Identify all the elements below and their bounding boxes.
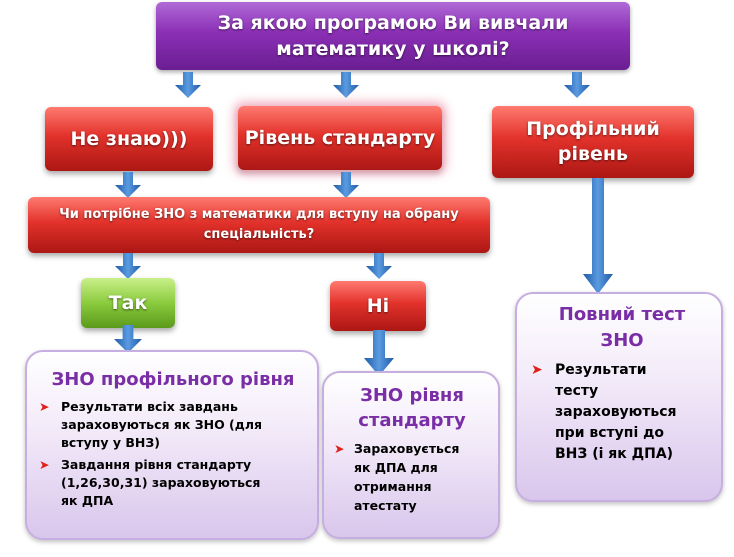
profile-zno-bullet-2: ➤ Завдання рівня стандарту (1,26,30,31) … <box>39 457 261 508</box>
profile-zno-result: ЗНО профільного рівня ➤ Результати всіх … <box>25 350 319 540</box>
down-arrow-icon <box>114 325 142 353</box>
zno-question-line-1: Чи потрібне ЗНО з математики для вступу … <box>59 207 459 222</box>
down-arrow-icon <box>333 172 359 198</box>
question-line-1: За якою програмою Ви вивчали <box>217 12 569 34</box>
diamond-bullet-icon: ➤ <box>334 441 345 456</box>
zno-question-line-2: спеціальність? <box>203 227 315 242</box>
answer-yes: Так <box>81 278 175 328</box>
down-arrow-icon <box>564 72 590 98</box>
diamond-bullet-icon: ➤ <box>39 399 50 414</box>
down-arrow-icon <box>333 72 359 98</box>
question-box: За якою програмою Ви вивчали математику … <box>156 2 630 70</box>
down-arrow-icon <box>366 253 392 279</box>
option-profile-level: Профільний рівень <box>492 106 694 178</box>
long-down-arrow-icon <box>364 330 394 376</box>
diamond-bullet-icon: ➤ <box>531 362 543 378</box>
standard-zno-bullet-1: ➤ Зараховується як ДПА для отримання ате… <box>334 441 460 513</box>
full-test-result: Повний тест ЗНО ➤ Результати тесту зарах… <box>515 292 723 502</box>
zno-question-box: Чи потрібне ЗНО з математики для вступу … <box>28 197 490 253</box>
full-test-bullet-1: ➤ Результати тесту зараховуються при вст… <box>531 362 677 462</box>
answer-no: Ні <box>330 281 426 331</box>
long-down-arrow-icon <box>583 178 613 294</box>
option-dont-know: Не знаю))) <box>45 107 213 171</box>
down-arrow-icon <box>115 253 141 279</box>
profile-zno-title: ЗНО профільного рівня <box>51 369 295 390</box>
standard-zno-title: ЗНО рівня стандарту <box>358 385 466 431</box>
option-dont-know-label: Не знаю))) <box>70 128 188 150</box>
diamond-bullet-icon: ➤ <box>39 457 50 472</box>
option-standard-level: Рівень стандарту <box>238 106 442 170</box>
profile-zno-bullet-1: ➤ Результати всіх завдань зараховуються … <box>39 399 263 450</box>
standard-zno-result: ЗНО рівня стандарту ➤ Зараховується як Д… <box>322 371 500 539</box>
option-profile-line-2: рівень <box>557 143 629 165</box>
question-line-2: математику у школі? <box>276 38 510 60</box>
down-arrow-icon <box>175 72 201 98</box>
down-arrow-icon <box>115 172 141 198</box>
option-profile-line-1: Профільний <box>526 118 660 140</box>
full-test-title: Повний тест ЗНО <box>558 304 686 351</box>
answer-yes-label: Так <box>108 292 148 314</box>
option-standard-label: Рівень стандарту <box>244 127 436 149</box>
answer-no-label: Ні <box>366 295 390 317</box>
